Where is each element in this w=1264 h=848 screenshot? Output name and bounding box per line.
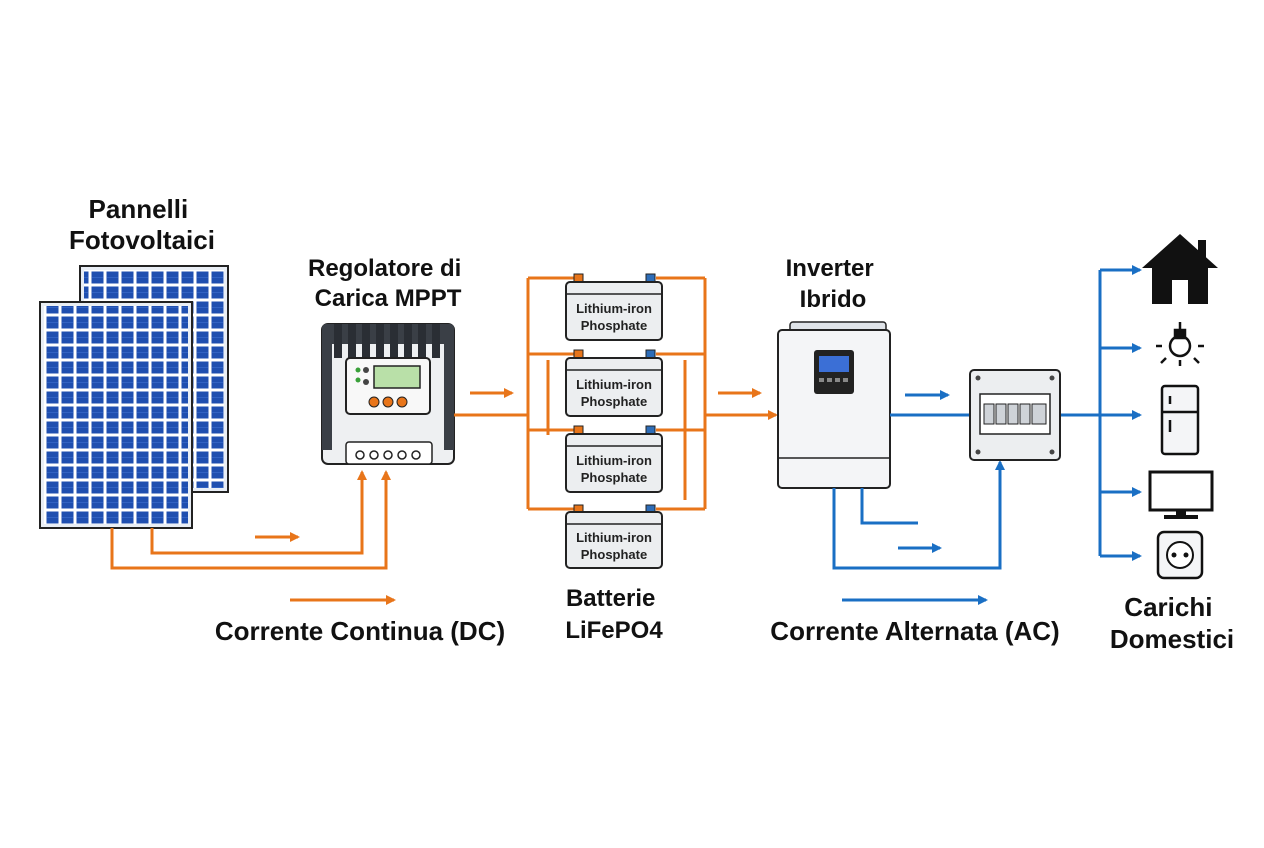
breaker-panel-icon xyxy=(969,369,1061,461)
panels-label-line1: Pannelli xyxy=(89,194,189,224)
dc-legend: Corrente Continua (DC) xyxy=(215,595,505,646)
battery-3-label-line1: Lithium-iron xyxy=(576,453,652,468)
panels-label-line2: Fotovoltaici xyxy=(69,225,215,255)
battery-4-label-line1: Lithium-iron xyxy=(576,530,652,545)
loads-label: Carichi Domestici xyxy=(1110,592,1234,654)
light-bulb-icon xyxy=(1156,322,1204,366)
dc-wires-battery-inverter xyxy=(705,388,778,420)
socket-icon xyxy=(1156,530,1204,580)
loads-label-line2: Domestici xyxy=(1110,624,1234,654)
battery-2-label-line1: Lithium-iron xyxy=(576,377,652,392)
dc-wires-controller-battery xyxy=(454,388,528,417)
batteries-label-line1: Batterie xyxy=(566,585,655,612)
hybrid-inverter-icon xyxy=(777,321,891,489)
loads-label-line1: Carichi xyxy=(1124,592,1212,622)
dc-wires-panels xyxy=(110,470,391,570)
inverter-label-line2: Ibrido xyxy=(800,286,867,313)
inverter-label-line1: Inverter xyxy=(786,255,874,282)
controller-label: Regolatore di Carica MPPT xyxy=(308,255,468,312)
ac-wires xyxy=(832,390,1100,570)
tv-icon xyxy=(1148,470,1214,519)
ac-legend: Corrente Alternata (AC) xyxy=(770,595,1060,646)
ac-legend-label: Corrente Alternata (AC) xyxy=(770,616,1059,646)
dc-legend-label: Corrente Continua (DC) xyxy=(215,616,505,646)
solar-panels-icon xyxy=(39,265,229,529)
battery-2-label-line2: Phosphate xyxy=(581,394,647,409)
controller-label-line1: Regolatore di xyxy=(308,255,461,282)
load-bus xyxy=(1098,265,1142,561)
battery-bank-wiring xyxy=(526,276,707,511)
inverter-label: Inverter Ibrido xyxy=(786,255,881,313)
battery-3-label-line2: Phosphate xyxy=(581,470,647,485)
house-icon xyxy=(1142,234,1218,304)
battery-1-label-line2: Phosphate xyxy=(581,318,647,333)
batteries-label-line2: LiFePO4 xyxy=(565,617,663,644)
fridge-icon xyxy=(1160,384,1200,456)
mppt-controller-icon xyxy=(321,323,455,465)
batteries-label: Batterie LiFePO4 xyxy=(565,585,663,644)
battery-1-label-line1: Lithium-iron xyxy=(576,301,652,316)
panels-label: Pannelli Fotovoltaici xyxy=(69,194,215,255)
controller-label-line2: Carica MPPT xyxy=(315,285,462,312)
battery-4-label-line2: Phosphate xyxy=(581,547,647,562)
